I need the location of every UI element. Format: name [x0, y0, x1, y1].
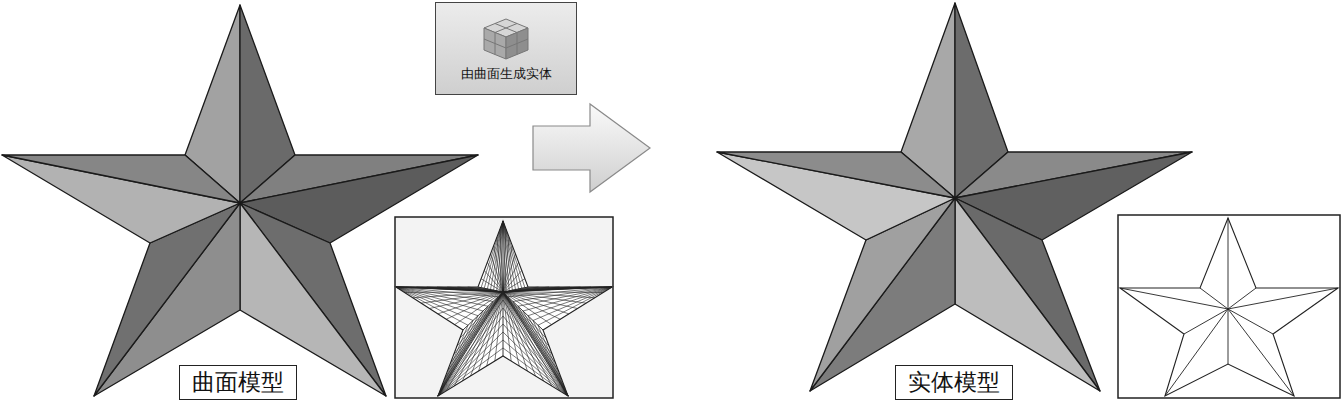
- mesh-line: [503, 324, 568, 396]
- mesh-line: [503, 221, 522, 288]
- mesh-line: [396, 287, 503, 292]
- cube-icon: [481, 17, 531, 61]
- inset-frame: [1118, 215, 1340, 398]
- mesh-line: [503, 292, 519, 366]
- cube-edge: [495, 24, 517, 33]
- mesh-line: [503, 348, 568, 396]
- cube-face: [506, 28, 528, 59]
- mesh-line: [457, 292, 503, 347]
- mesh-line: [1165, 309, 1228, 396]
- mesh-line: [503, 292, 549, 347]
- star-facet: [717, 152, 955, 240]
- mesh-line: [538, 287, 612, 325]
- process-arrow: [533, 104, 650, 192]
- caption-box: 曲面模型: [179, 365, 297, 400]
- mesh-line: [528, 287, 612, 316]
- toolbar-button: 由曲面生成实体: [435, 2, 577, 95]
- star-facet: [2, 155, 240, 203]
- wireframe: [396, 218, 1338, 396]
- mesh-line: [1228, 288, 1256, 309]
- mesh-line: [1228, 309, 1294, 396]
- mesh-line: [503, 340, 568, 396]
- mesh-line: [1228, 288, 1338, 309]
- mesh-line: [503, 292, 536, 376]
- mesh-line: [503, 287, 528, 292]
- cube-edge: [484, 39, 506, 48]
- mesh-line: [503, 221, 516, 290]
- mesh-line: [438, 316, 478, 396]
- mesh-line: [503, 308, 568, 396]
- mesh-line: [438, 348, 503, 396]
- mesh-line: [396, 287, 468, 325]
- mesh-line: [446, 292, 503, 391]
- caption-text: 实体模型: [908, 368, 1000, 397]
- mesh-line: [471, 292, 504, 376]
- mesh-line: [1120, 288, 1228, 309]
- star-facet: [955, 198, 1100, 391]
- star-outline: [396, 221, 612, 396]
- mesh-line: [438, 308, 503, 396]
- mesh-line: [481, 221, 503, 288]
- mesh-line: [1228, 218, 1229, 309]
- star-facet: [717, 152, 955, 198]
- cube-face: [484, 28, 506, 59]
- mesh-line: [463, 292, 503, 330]
- mesh-line: [438, 306, 488, 396]
- mesh-line: [503, 221, 519, 289]
- caption-box: 实体模型: [895, 365, 1013, 400]
- mesh-line: [503, 292, 543, 330]
- mesh-line: [503, 287, 612, 292]
- star-outline: [1120, 218, 1338, 396]
- star-facet: [955, 198, 1100, 391]
- mesh-line: [438, 325, 468, 396]
- mesh-line: [503, 221, 504, 292]
- mesh-line: [503, 316, 568, 396]
- mesh-line: [503, 300, 568, 396]
- mesh-line: [538, 325, 568, 396]
- mesh-line: [1184, 309, 1228, 334]
- mesh-line: [497, 238, 503, 293]
- mesh-line: [1228, 309, 1273, 334]
- cube-edge: [506, 39, 528, 48]
- mesh-line: [438, 321, 473, 397]
- mesh-line: [438, 316, 503, 396]
- mesh-line: [503, 292, 544, 381]
- mesh-line: [1228, 309, 1229, 364]
- mesh-line: [533, 287, 612, 321]
- caption-text: 曲面模型: [192, 368, 284, 397]
- mesh-line: [503, 292, 568, 396]
- mesh-line: [503, 221, 525, 288]
- mesh-line: [528, 316, 568, 396]
- mesh-line: [500, 229, 503, 292]
- mesh-line: [413, 292, 503, 298]
- mesh-line: [438, 332, 503, 396]
- cube-edge: [495, 24, 517, 33]
- button-label: 由曲面生成实体: [436, 65, 576, 83]
- mesh-line: [503, 332, 568, 396]
- mesh-line: [487, 221, 503, 289]
- inset-frame: [395, 217, 613, 398]
- mesh-line: [503, 246, 512, 292]
- star-facet: [2, 155, 240, 243]
- mesh-line: [396, 287, 478, 316]
- mesh-line: [421, 292, 503, 303]
- mesh-line: [503, 292, 504, 356]
